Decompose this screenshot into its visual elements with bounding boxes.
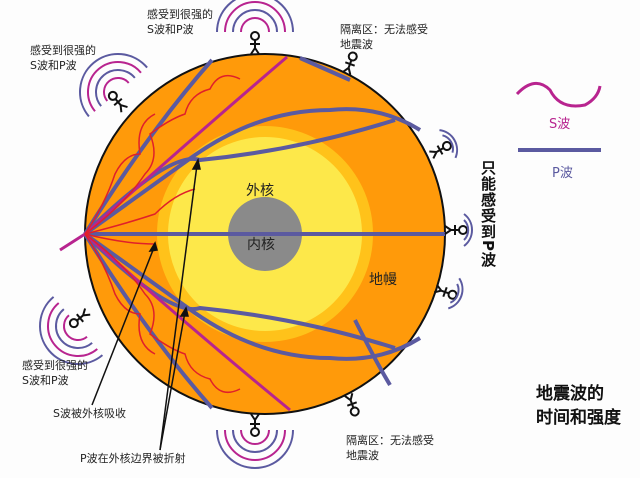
received-wave-arcs [39,0,473,469]
legend-s-wave-label: S波 [549,117,571,132]
observer-bottom-left [68,308,91,329]
s-wave-ray [83,232,291,412]
legend-p-wave-label: P波 [552,166,573,181]
p-wave-ray [299,56,351,82]
label-p-refracted: P波在外核边界被折射 [80,452,186,465]
legend-s-wave-swatch [515,82,602,108]
label-s-absorbed: S波被外核吸收 [53,407,126,420]
p-wave-ray [83,58,214,236]
label-outer-core: 外核 [246,183,274,199]
observer-right-2 [444,225,468,235]
observer-right-3 [433,284,458,300]
observer-right-1 [429,141,452,159]
observer-shadow-bottom [344,392,360,417]
s-wave-ray [59,232,86,252]
label-mantle: 地幔 [369,272,397,288]
s-wave-paths [59,55,291,412]
label-shadow-bottom: 隔离区：无法感受地震波 [346,434,434,462]
p-wave-ray [83,232,214,410]
observer-top-left [107,90,128,113]
p-wave-ray [83,107,422,236]
observers [68,31,468,437]
refracted-wave-paths [84,74,241,394]
observer-top [250,31,260,55]
label-p-only: 只能感受到P波 [479,160,497,268]
observer-shadow-top [342,51,358,76]
label-inner-core: 内核 [247,237,275,253]
s-wave-ray [83,55,288,236]
annotation-pointers [91,157,201,451]
label-shadow-top: 隔离区：无法感受地震波 [340,23,428,51]
diagram-title: 地震波的时间和强度 [536,384,621,428]
observer-bottom [250,413,260,437]
p-wave-ray [83,232,422,361]
p-wave-ray [353,319,392,387]
